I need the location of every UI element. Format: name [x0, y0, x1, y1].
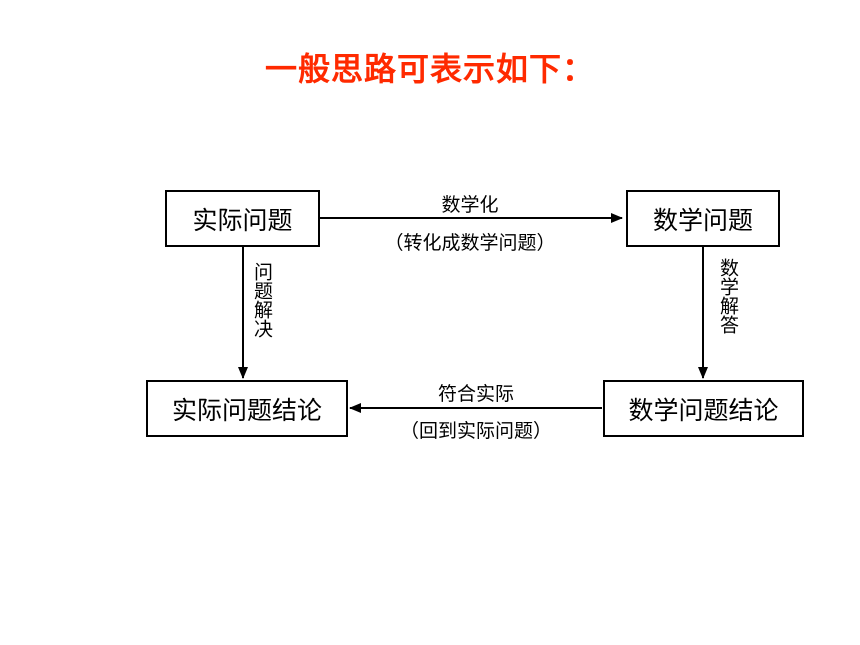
box-real-conclusion: 实际问题结论: [146, 380, 348, 437]
label-mathematize: 数学化: [441, 194, 499, 216]
sublabel-mathematize: （转化成数学问题）: [384, 232, 556, 254]
box-real-problem: 实际问题: [165, 190, 320, 247]
label-math-solve: 数学解答: [717, 258, 739, 334]
label-check-reality: 符合实际: [437, 383, 514, 405]
box-math-conclusion: 数学问题结论: [603, 380, 804, 437]
sublabel-check-reality: （回到实际问题）: [399, 420, 552, 442]
slide-title: 一般思路可表示如下：: [264, 50, 595, 88]
box-math-problem: 数学问题: [626, 190, 780, 247]
label-problem-solving: 问题解决: [251, 262, 273, 338]
